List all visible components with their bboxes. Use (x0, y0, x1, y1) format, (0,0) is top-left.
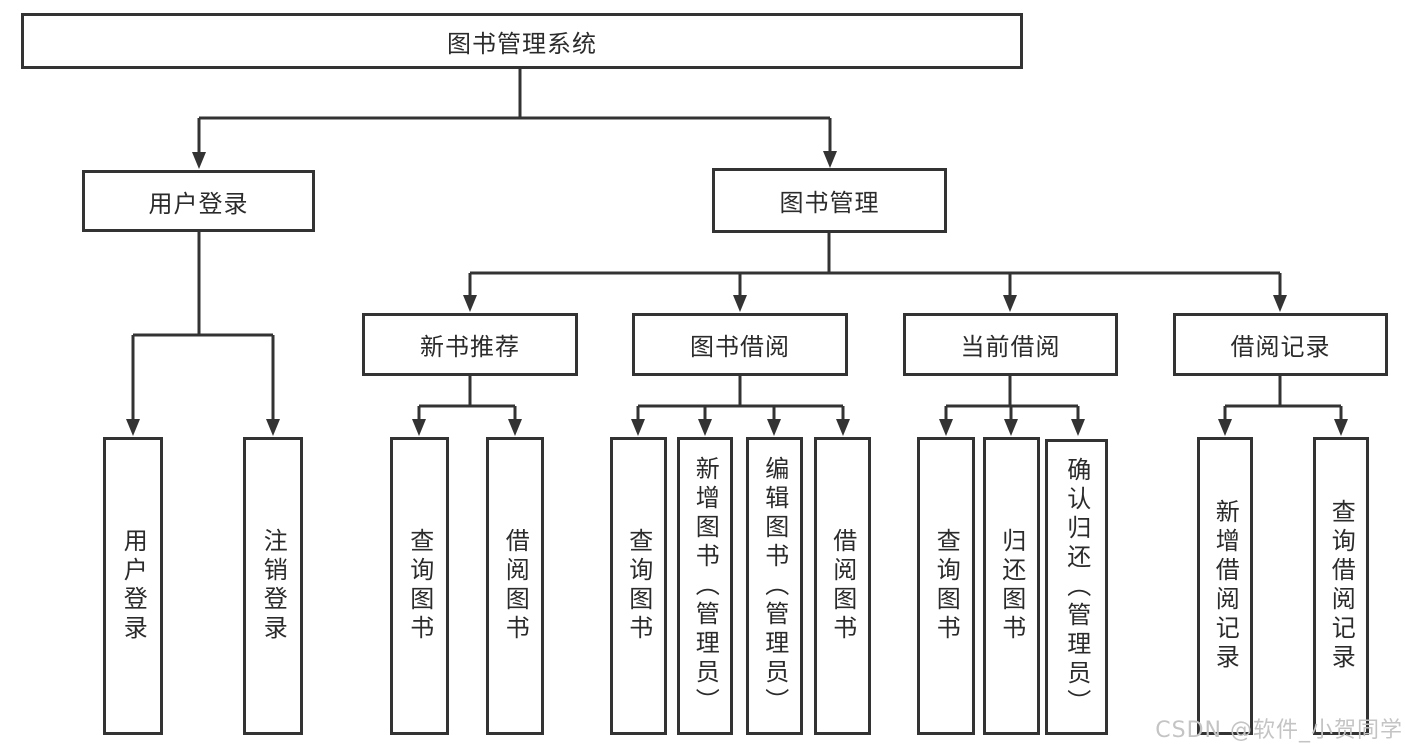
connector-bookmgmt-to-l3 (468, 233, 1282, 297)
connector-records-children (1223, 376, 1343, 421)
node-book-borrowing: 图书借阅 (632, 313, 848, 376)
leaf-current-return-books: 归还图书 (983, 437, 1040, 735)
leaf-user-login: 用户登录 (103, 437, 163, 735)
leaf-records-add-record: 新增借阅记录 (1197, 437, 1253, 735)
connector-borrow-children (636, 376, 845, 421)
leaf-newbooks-borrow-books: 借阅图书 (486, 437, 544, 735)
node-current-borrowing: 当前借阅 (903, 313, 1118, 376)
node-root: 图书管理系统 (21, 13, 1023, 69)
arrowheads (126, 151, 1348, 436)
leaf-logout: 注销登录 (243, 437, 303, 735)
leaf-current-confirm-return-admin: 确认归还（管理员） (1045, 439, 1108, 735)
node-new-book-recommend: 新书推荐 (362, 313, 578, 376)
leaf-newbooks-query-books: 查询图书 (390, 437, 449, 735)
csdn-watermark: CSDN @软件_小贺同学 (1155, 718, 1403, 743)
leaf-borrow-add-books-admin: 新增图书（管理员） (677, 437, 733, 735)
node-user-login: 用户登录 (82, 170, 315, 232)
leaf-records-query-record: 查询借阅记录 (1313, 437, 1369, 735)
leaf-current-query-books: 查询图书 (917, 437, 975, 735)
connector-root-to-l2 (197, 67, 832, 153)
node-book-management: 图书管理 (712, 168, 947, 233)
leaf-borrow-query-books: 查询图书 (610, 437, 667, 735)
leaf-borrow-edit-books-admin: 编辑图书（管理员） (746, 437, 803, 735)
connector-current-children (944, 376, 1080, 421)
node-borrowing-records: 借阅记录 (1173, 313, 1388, 376)
leaf-borrow-borrow-books: 借阅图书 (814, 437, 871, 735)
connector-userlogin-children (131, 232, 275, 421)
connector-newbooks-children (417, 376, 517, 421)
